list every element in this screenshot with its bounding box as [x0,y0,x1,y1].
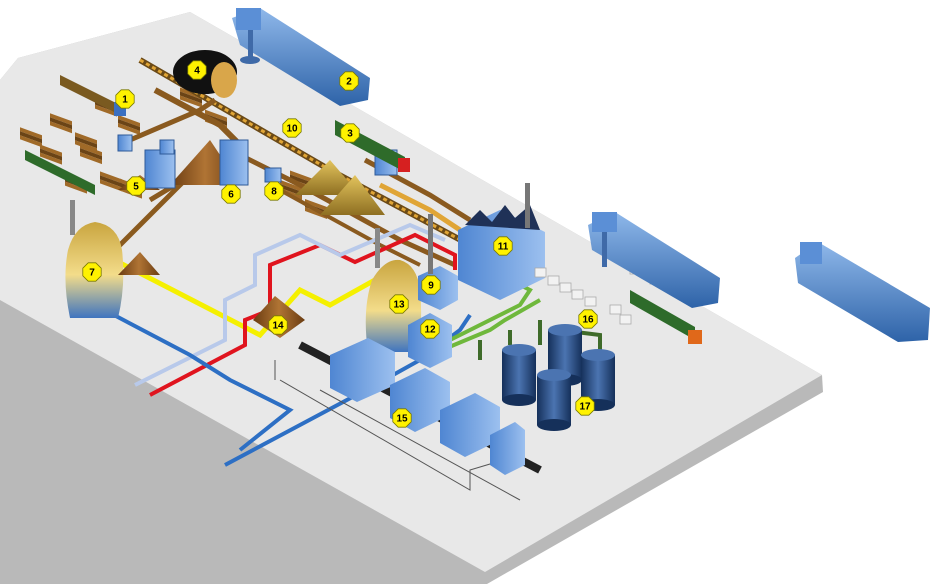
svg-text:8: 8 [271,187,277,198]
storage-tank-icon [537,369,571,431]
pulp-bale [559,282,572,293]
svg-text:12: 12 [424,325,436,336]
number-label-15: 15 [392,408,412,428]
svg-text:15: 15 [396,414,408,425]
number-label-11: 11 [493,236,513,256]
turbine-generator [298,338,542,475]
log-pile-icon [50,113,72,134]
svg-text:13: 13 [393,300,405,311]
number-label-17: 17 [575,396,595,416]
number-label-8: 8 [264,181,284,201]
svg-text:3: 3 [347,129,353,140]
ship-2 [232,8,370,106]
number-label-12: 12 [420,319,440,339]
log-pile-icon [118,114,140,135]
ship-mid [588,212,720,308]
number-label-13: 13 [389,294,409,314]
number-label-10: 10 [282,118,302,138]
log-pile-icon [180,87,202,108]
blue-equipment [117,134,398,189]
number-label-5: 5 [126,176,146,196]
pulp-bale [571,289,584,300]
number-label-4: 4 [187,60,207,80]
pulp-bale [609,304,622,315]
svg-text:11: 11 [498,242,509,253]
svg-text:16: 16 [582,315,594,326]
pulp-bale [619,314,632,325]
machine-unit [159,139,175,155]
number-label-7: 7 [82,262,102,282]
svg-text:14: 14 [272,321,284,332]
log-pile-icon [40,144,62,165]
svg-text:2: 2 [346,77,352,88]
svg-text:6: 6 [228,190,234,201]
svg-text:4: 4 [194,66,200,77]
ship-right [795,242,930,342]
number-label-6: 6 [221,184,241,204]
number-label-16: 16 [578,309,598,329]
svg-text:17: 17 [579,402,591,413]
machine-unit [117,134,133,152]
pulp-bale [534,267,547,278]
number-label-1: 1 [115,89,135,109]
svg-text:7: 7 [89,268,95,279]
log-pile-icon [100,171,122,192]
number-label-14: 14 [268,315,288,335]
storage-tank-icon [502,344,536,406]
number-label-3: 3 [340,123,360,143]
machine-unit [144,149,176,189]
number-label-2: 2 [339,71,359,91]
svg-text:10: 10 [286,124,298,135]
number-label-9: 9 [421,275,441,295]
storage-tanks [502,324,615,431]
machine-unit [264,167,282,183]
log-pile-icon [20,127,42,148]
machine-unit [219,139,249,186]
pulp-bale [584,296,597,307]
pulp-bale [547,275,560,286]
svg-text:5: 5 [133,182,139,193]
svg-text:1: 1 [122,95,128,106]
svg-text:9: 9 [428,281,434,292]
log-pile-icon [80,144,102,165]
